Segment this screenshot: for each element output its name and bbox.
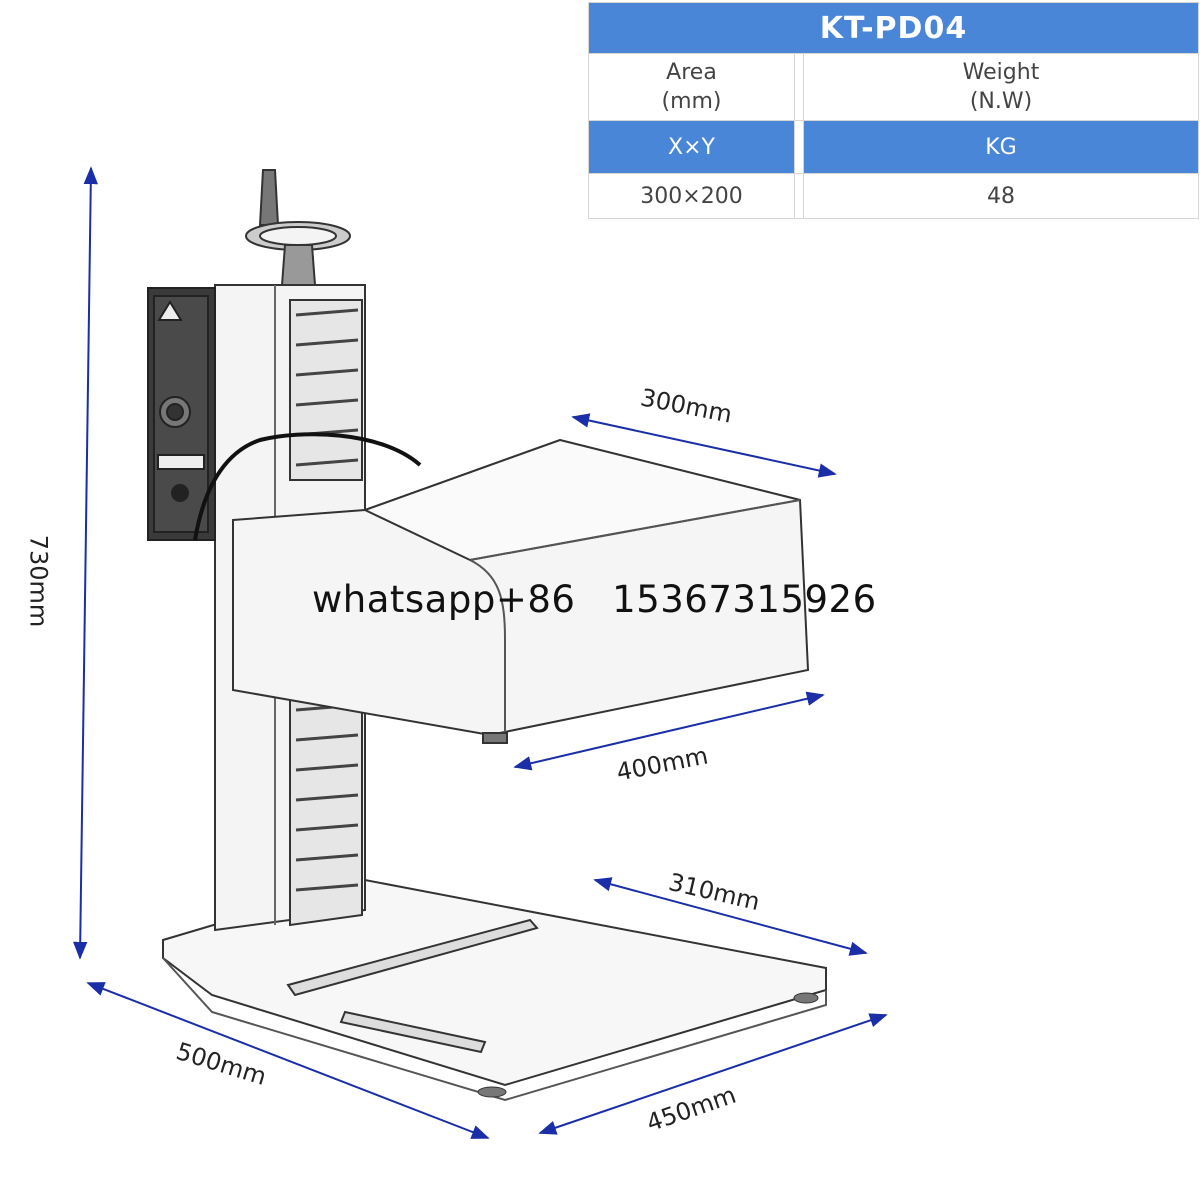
weight-unit: KG bbox=[803, 120, 1199, 174]
handwheel bbox=[245, 169, 351, 286]
column-rails bbox=[295, 308, 359, 892]
controller-panel bbox=[147, 287, 216, 541]
dimension-arrows bbox=[73, 166, 888, 1139]
base-front-arrow bbox=[86, 982, 490, 1139]
area-unit: X×Y bbox=[588, 120, 795, 174]
area-value: 300×200 bbox=[588, 173, 795, 219]
head-width-arrow bbox=[571, 413, 837, 478]
height-label: 730mm bbox=[24, 534, 53, 628]
base-depth-arrow bbox=[593, 877, 868, 956]
head-length-arrow bbox=[513, 691, 825, 771]
weight-label: Weight (N.W) bbox=[803, 53, 1199, 121]
whatsapp-watermark: whatsapp+86 15367315926 bbox=[312, 578, 877, 621]
marking-head bbox=[232, 438, 810, 744]
cable bbox=[193, 432, 422, 541]
spec-table: KT-PD04 Area (mm) Weight (N.W) X×Y KG 30… bbox=[588, 2, 1199, 219]
model-title: KT-PD04 bbox=[588, 2, 1199, 54]
height-arrow bbox=[73, 166, 98, 960]
weight-value: 48 bbox=[803, 173, 1199, 219]
base-side-arrow bbox=[538, 1013, 888, 1135]
